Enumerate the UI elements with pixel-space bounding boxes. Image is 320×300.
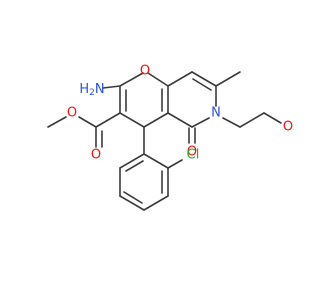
ether-oxygen-label: O <box>283 120 293 135</box>
bond-c3-cester <box>95 112 121 128</box>
bond-ph-inner-2 <box>123 191 143 204</box>
bond-c5-c4a <box>167 112 193 128</box>
bond-c2-o1 <box>119 72 144 87</box>
chloro-label: Cl <box>187 148 200 163</box>
bond-ph6-ph1 <box>119 153 145 169</box>
bond-ch2a-ch2b <box>239 112 265 128</box>
bond-c8-c7 <box>191 71 217 87</box>
bond-ph-inner-3 <box>125 160 144 172</box>
bond-c8a-c8 <box>167 71 193 87</box>
amino-label: H2N <box>79 82 104 99</box>
ketone-oxygen-label: O <box>187 145 197 160</box>
bond-c2-n <box>102 85 121 89</box>
molecule-structure: H2N O N O O O O Cl <box>47 64 293 211</box>
ring-nitrogen-label: N <box>211 106 221 121</box>
bond-n6-c5 <box>191 117 210 128</box>
bond-ph2-cl <box>167 159 183 169</box>
bond-ph1-ph2 <box>143 153 169 169</box>
bond-c7-methyl <box>215 71 241 87</box>
bond-c3-c4 <box>119 112 145 128</box>
ester-double-oxygen-label: O <box>91 148 101 163</box>
bond-cester-o-single <box>78 116 97 128</box>
bonds <box>47 71 282 211</box>
bond-o1-c8a <box>147 72 169 87</box>
bond-n6-ch2a <box>222 117 241 128</box>
bond-o-methyl <box>47 116 67 128</box>
bond-ph4-ph5 <box>119 195 145 211</box>
ester-single-oxygen-label: O <box>67 106 77 121</box>
bond-c4-c4a <box>143 112 169 128</box>
bond-c8-c7-double <box>192 78 212 91</box>
pyran-oxygen-label: O <box>140 64 150 79</box>
atom-labels: H2N O N O O O O Cl <box>67 64 293 163</box>
bond-ph3-ph4 <box>143 195 169 211</box>
bond-ch2b-o <box>263 112 282 124</box>
